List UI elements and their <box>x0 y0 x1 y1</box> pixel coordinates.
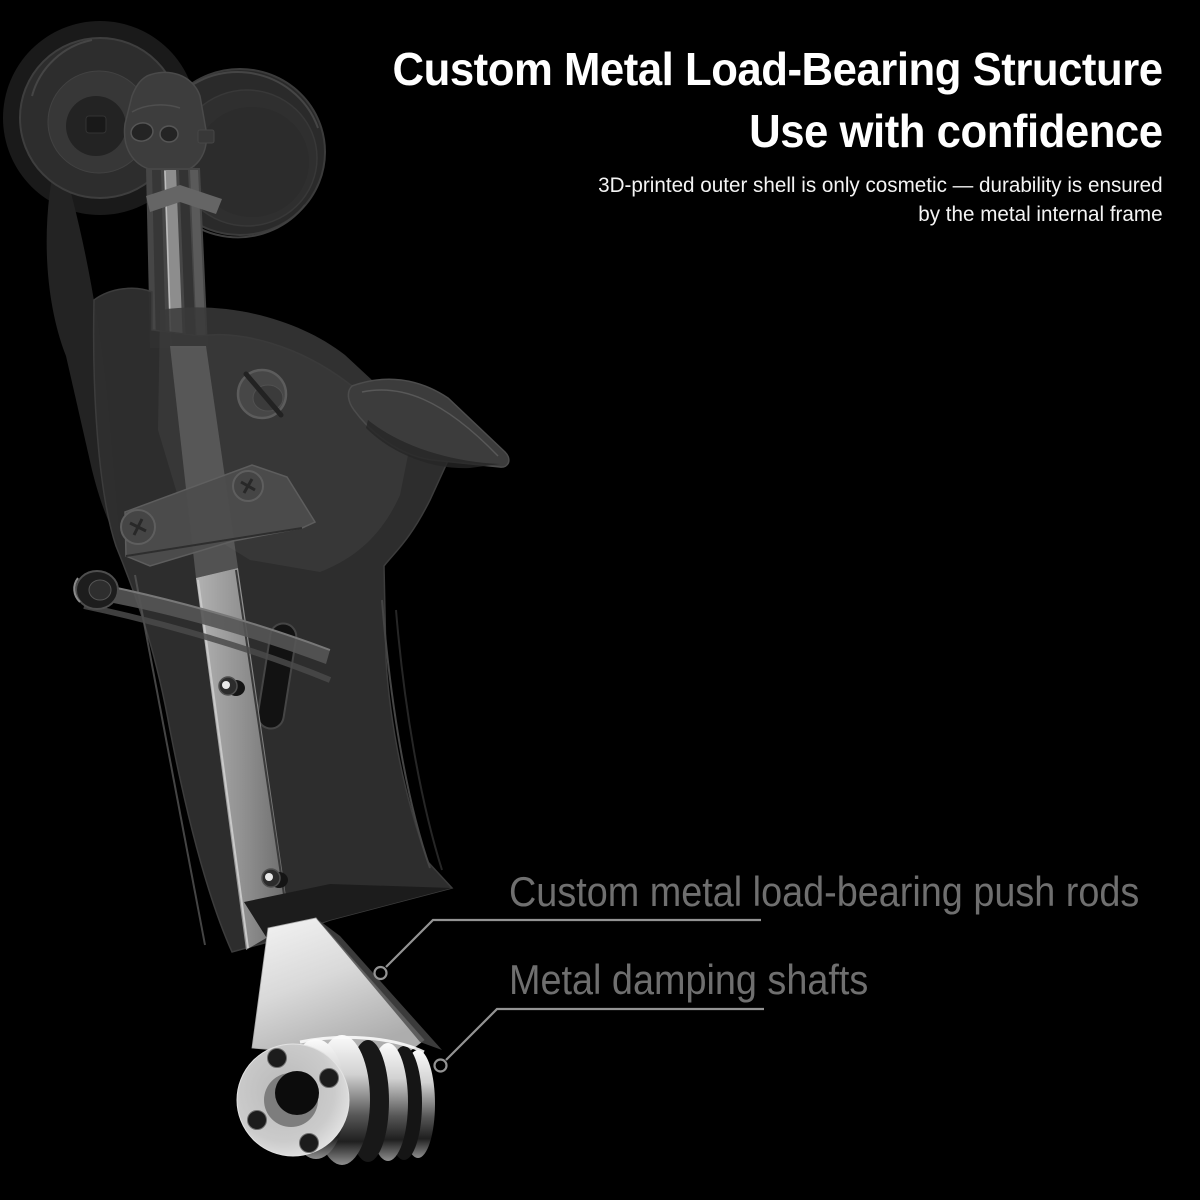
screw-hole-icon <box>159 125 179 143</box>
leader-line-push-rods <box>385 918 761 968</box>
phillips-screw-icon <box>232 470 264 502</box>
hinge-barrel <box>73 570 119 610</box>
paddle-lever <box>347 378 510 469</box>
bolt-hole-icon <box>299 1133 319 1153</box>
neck-rod-assembly <box>146 168 222 348</box>
callout-leaders <box>373 918 764 1073</box>
bolt-hole-icon <box>247 1110 267 1130</box>
callout-label-damping-shafts: Metal damping shafts <box>509 956 869 1003</box>
callout-label-push-rods: Custom metal load-bearing push rods <box>509 868 1140 915</box>
subtitle-line-1: 3D-printed outer shell is only cosmetic … <box>598 173 1163 197</box>
subtitle: 3D-printed outer shell is only cosmetic … <box>352 171 1163 229</box>
marker-circle-damping-shafts <box>433 1058 448 1073</box>
bracket-plate <box>120 464 317 567</box>
bolt-hole-icon <box>267 1048 287 1068</box>
screw-hole-icon <box>130 122 154 142</box>
slotted-screw-icon <box>236 368 288 420</box>
marker-circle-push-rods <box>373 965 388 981</box>
subtitle-line-2: by the metal internal frame <box>918 202 1163 226</box>
page-title-line-1: Custom Metal Load-Bearing Structure <box>392 43 1164 95</box>
damper-cylinder <box>236 1035 435 1165</box>
bolt-hole-icon <box>319 1068 339 1088</box>
page-title-line-2: Use with confidence <box>749 105 1164 157</box>
spring-bands <box>73 570 332 683</box>
clamp-chevron <box>146 185 222 214</box>
phillips-screw-icon <box>120 509 156 545</box>
push-rod-arm <box>251 917 442 1061</box>
rivet-icon <box>261 868 288 888</box>
headline-block: Custom Metal Load-Bearing Structure Use … <box>352 38 1164 229</box>
leader-line-damping-shafts <box>445 1007 764 1061</box>
rivet-icon <box>218 676 245 696</box>
